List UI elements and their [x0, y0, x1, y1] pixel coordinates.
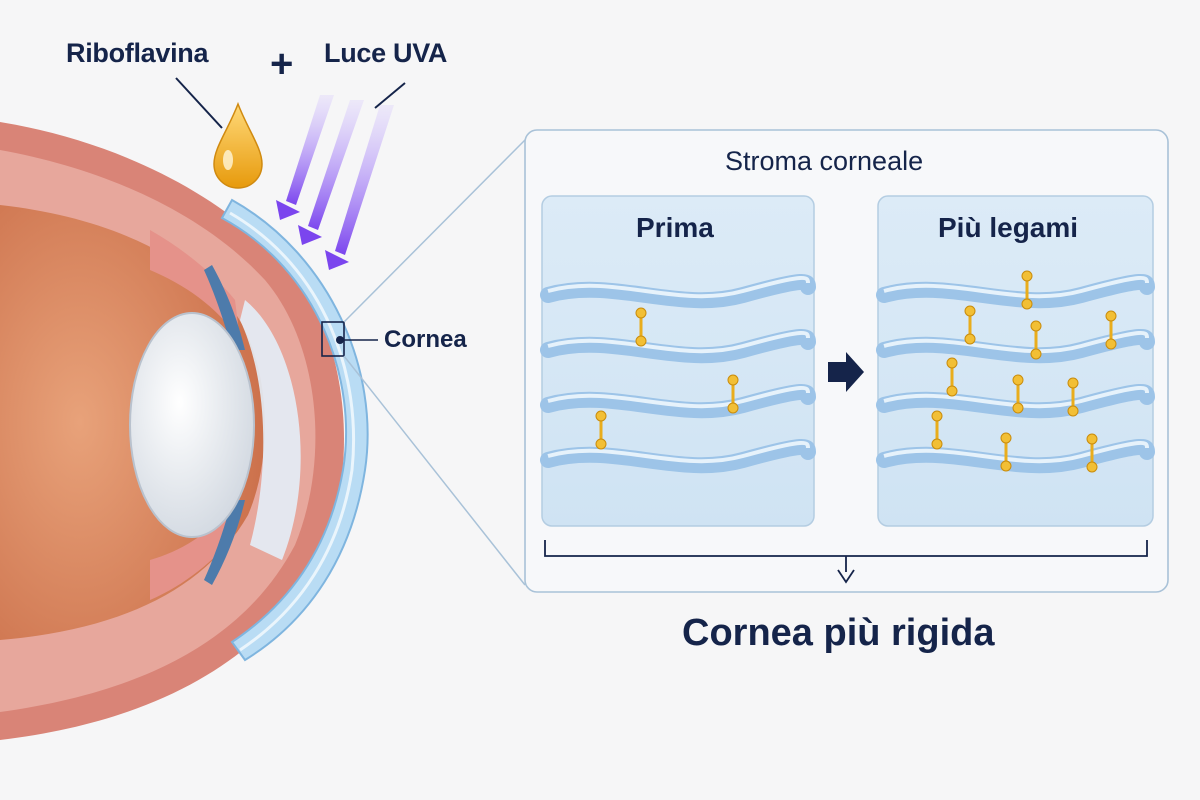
collagen-fiber-after-4 [876, 438, 1155, 474]
result-bracket [544, 540, 1148, 572]
uva-light-label: Luce UVA [324, 38, 448, 68]
collagen-fiber-after-3-highlight [883, 385, 1149, 409]
crosslink-after-10 [1021, 270, 1033, 310]
collagen-fiber-before-1-highlight [547, 275, 810, 299]
collagen-fiber-after-1-highlight [883, 275, 1149, 299]
plus-sign: + [270, 42, 294, 86]
crosslink-after-8 [1000, 432, 1012, 472]
crosslinks-before [595, 307, 739, 450]
zoom-line-bottom [343, 355, 526, 586]
collagen-fibers-after [876, 273, 1155, 474]
stroma-title: Stroma corneale [725, 146, 924, 176]
riboflavin-drop-highlight [223, 150, 233, 170]
crosslink-after-3 [1105, 310, 1117, 350]
crosslink-before-3 [595, 410, 607, 450]
riboflavin-label: Riboflavina [66, 38, 209, 68]
uva-light-arrows-icon [276, 82, 406, 270]
riboflavin-leader [175, 77, 223, 129]
eye-lens [129, 312, 255, 538]
crosslink-after-4 [946, 357, 958, 397]
collagen-fiber-before-4 [540, 438, 816, 474]
collagen-fiber-before-2 [540, 328, 816, 364]
collagen-fiber-after-2 [876, 328, 1155, 364]
crosslink-before-2 [727, 374, 739, 414]
collagen-fiber-after-4-highlight [883, 440, 1149, 464]
collagen-fiber-before-2-highlight [547, 330, 810, 354]
result-label: Cornea più rigida [682, 612, 995, 654]
eye-ciliary-top [150, 230, 240, 340]
eye-iris-top [204, 265, 245, 350]
crosslink-after-9 [1086, 433, 1098, 473]
collagen-fiber-before-3 [540, 383, 816, 419]
collagen-fiber-before-4-highlight [547, 440, 810, 464]
collagen-fiber-after-2-highlight [883, 330, 1149, 354]
crosslink-after-6 [1067, 377, 1079, 417]
cornea-inner-line [229, 211, 356, 652]
after-title: Più legami [938, 212, 1079, 243]
collagen-fiber-after-3 [876, 383, 1155, 419]
eye-ciliary-bottom [150, 495, 240, 600]
before-title: Prima [636, 212, 714, 243]
right-arrow-icon [828, 352, 864, 392]
crosslink-after-2 [1030, 320, 1042, 360]
riboflavin-drop-icon [213, 101, 263, 189]
crosslinks-after [931, 270, 1117, 473]
bracket-tip [837, 569, 855, 584]
crosslink-after-5 [1012, 374, 1024, 414]
crosslink-before-1 [635, 307, 647, 347]
crosslink-after-7 [931, 410, 943, 450]
cornea-callout-box [321, 321, 345, 357]
collagen-fibers-before [540, 273, 816, 474]
eye-iris-bottom [204, 500, 245, 585]
cornea-callout-dot [336, 336, 344, 344]
eye-cross-section [0, 122, 369, 740]
collagen-fiber-after-1 [876, 273, 1155, 309]
eye-anterior-chamber [240, 300, 301, 560]
collagen-fiber-before-1 [540, 273, 816, 309]
collagen-fiber-before-3-highlight [547, 385, 810, 409]
crosslink-after-1 [964, 305, 976, 345]
zoom-line-top [343, 139, 526, 323]
cornea-label: Cornea [384, 326, 467, 353]
